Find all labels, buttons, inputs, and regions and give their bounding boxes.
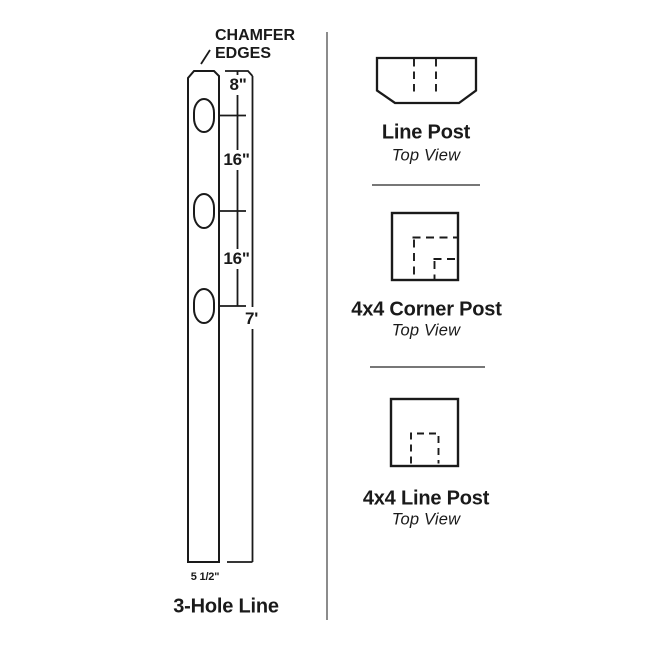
line-post-top-view-shape xyxy=(375,56,478,105)
corner-post-subtitle: Top View xyxy=(391,321,461,340)
chamfer-note-line2: EDGES xyxy=(215,45,272,62)
line-post-subtitle: Top View xyxy=(391,146,461,165)
line-post-title: Line Post xyxy=(381,121,471,144)
line-post-4x4-title: 4x4 Line Post xyxy=(362,487,490,510)
post-hole-3 xyxy=(193,288,215,324)
dim-label-16in-1: 16" xyxy=(222,149,251,170)
line-mortise-hidden-lines xyxy=(410,432,440,464)
post-outline xyxy=(187,70,220,563)
chamfer-note-line1: CHAMFER xyxy=(215,27,295,44)
post-caption: 3-Hole Line xyxy=(173,595,279,618)
chamfer-edges-note: CHAMFER EDGES xyxy=(215,27,295,63)
line-post-4x4-subtitle: Top View xyxy=(391,510,461,528)
post-hole-2 xyxy=(193,193,215,229)
dim-label-7ft: 7' xyxy=(243,308,260,329)
dim-label-post-width: 5 1/2" xyxy=(190,570,220,583)
corner-post-title: 4x4 Corner Post xyxy=(351,298,502,321)
overall-height-dimension xyxy=(225,70,254,563)
hole-spacing-dimension xyxy=(219,71,246,307)
chamfer-leader-line xyxy=(200,49,211,65)
post-hole-1 xyxy=(193,98,215,133)
post-front-view xyxy=(187,70,220,563)
corner-post-top-view-shape xyxy=(390,211,460,282)
dim-label-16in-2: 16" xyxy=(222,248,251,269)
dim-label-8in: 8" xyxy=(228,75,248,95)
dim-top-tick xyxy=(225,70,254,77)
line-post-4x4-top-view-shape xyxy=(389,397,460,468)
